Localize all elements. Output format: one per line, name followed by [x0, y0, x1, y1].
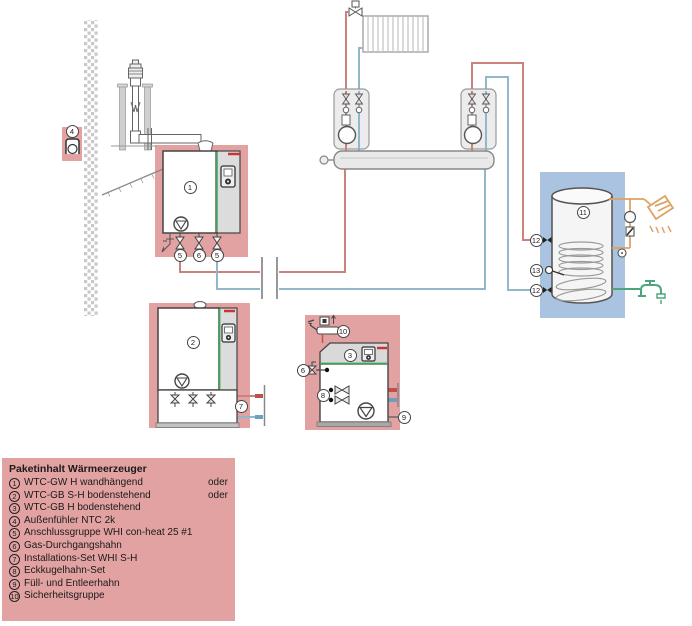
boiler-3-floor-standing: [316, 342, 398, 427]
legend-item: 1 WTC-GW H wandhängend oder: [9, 477, 228, 490]
tank-coil-icon: [555, 241, 607, 302]
pump-icon: [463, 125, 483, 145]
legend-item: 6 Gas-Durchgangshahn: [9, 540, 228, 553]
dhw-circuit: [609, 198, 652, 249]
tank-thermometer-icon: [544, 265, 565, 276]
boiler-2-valves: [169, 392, 217, 407]
callout-tank-sensor: 13: [529, 263, 543, 277]
shower-icon: [646, 194, 675, 234]
legend-item: 4 Außenfühler NTC 2k: [9, 515, 228, 528]
gas-valve-icon: [306, 361, 330, 375]
callout-tank: 11: [576, 205, 590, 219]
legend-item-label: WTC-GW H wandhängend: [24, 477, 143, 488]
outdoor-sensor-icon: [65, 138, 80, 155]
boiler-1-valves: [175, 233, 222, 250]
legend-item-label: Installations-Set WHI S-H: [24, 552, 138, 564]
safety-group-icon: [307, 314, 340, 343]
callout-tank-conn-bottom: 12: [529, 283, 543, 297]
brick-wall: [84, 20, 98, 316]
boiler-1-safety-assembly: [161, 233, 174, 253]
pump-group-right: [460, 88, 497, 150]
legend-item-label: Eckkugelhahn-Set: [24, 565, 106, 577]
legend-item-number: 10: [9, 591, 20, 603]
pipe-break-symbol: [261, 257, 278, 299]
callout-outdoor-sensor: 4: [65, 124, 79, 138]
legend-item-label: WTC-GB H bodenstehend: [24, 502, 141, 514]
tank-connection-fitting: [543, 287, 552, 293]
legend-item-number: 3: [9, 503, 20, 515]
legend-item: 8 Eckkugelhahn-Set: [9, 565, 228, 578]
callout-connect-group-b: 5: [210, 248, 224, 262]
legend-item: 3 WTC-GB H bodenstehend: [9, 502, 228, 515]
legend-title: Paketinhalt Wärmeerzeuger: [9, 463, 147, 475]
legend-item-number: 5: [9, 528, 20, 540]
legend-item-number: 2: [9, 490, 20, 502]
chimney-flue-icon: [101, 59, 214, 197]
callout-boiler1: 1: [183, 180, 197, 194]
callout-safety-group: 10: [336, 324, 350, 338]
legend-item-suffix: oder: [207, 489, 228, 501]
package-legend: Paketinhalt Wärmeerzeuger 1 WTC-GW H wan…: [2, 458, 235, 621]
legend-item: 5 Anschlussgruppe WHI con-heat 25 #1: [9, 527, 228, 540]
tank-connection-fitting: [543, 237, 552, 243]
legend-item-suffix: oder: [207, 477, 228, 488]
legend-item: 9 Füll- und Entleerhahn: [9, 578, 228, 591]
legend-item-number: 7: [9, 553, 20, 565]
legend-item-number: 1: [9, 478, 20, 489]
callout-tank-conn-top: 12: [529, 233, 543, 247]
legend-item-number: 8: [9, 566, 20, 578]
callout-fill-drain: 9: [397, 410, 411, 424]
thermostatic-valve-icon: [348, 0, 363, 17]
legend-item-number: 9: [9, 578, 20, 590]
legend-item-label: Sicherheitsgruppe: [24, 590, 105, 602]
legend-item: 7 Installations-Set WHI S-H: [9, 553, 228, 566]
callout-install-set: 7: [234, 399, 248, 413]
legend-item: 2 WTC-GB S-H bodenstehend oder: [9, 490, 228, 503]
callout-gas-valve-a: 6: [192, 248, 206, 262]
callout-corner-valves: 8: [316, 388, 330, 402]
legend-item-label: WTC-GB S-H bodenstehend: [24, 489, 151, 501]
legend-item-number: 4: [9, 515, 20, 527]
callout-boiler3: 3: [343, 348, 357, 362]
legend-item-label: Anschlussgruppe WHI con-heat 25 #1: [24, 527, 193, 539]
legend-item-label: Gas-Durchgangshahn: [24, 539, 122, 551]
legend-item-label: Füll- und Entleerhahn: [24, 577, 120, 589]
pipe-end-connectors: [255, 388, 397, 419]
legend-item: 10 Sicherheitsgruppe: [9, 590, 228, 603]
legend-item-label: Außenfühler NTC 2k: [24, 514, 116, 526]
pump-icon: [337, 125, 357, 145]
callout-gas-valve-b: 6: [296, 363, 310, 377]
pump-group-left: [333, 88, 370, 150]
manifold-rail: [319, 150, 495, 170]
storage-tank: [543, 187, 613, 304]
tap-icon: [638, 280, 666, 304]
corner-valve-icons: [328, 385, 350, 405]
callout-connect-group-a: 5: [173, 248, 187, 262]
callout-boiler2: 2: [186, 335, 200, 349]
legend-item-number: 6: [9, 540, 20, 552]
boiler-1-wall-hung: [162, 150, 241, 234]
boiler-2-floor-standing: [155, 301, 240, 428]
circulation-pump-icon: [617, 210, 637, 258]
connection-brackets: [263, 383, 399, 426]
radiator-icon: [362, 15, 429, 53]
